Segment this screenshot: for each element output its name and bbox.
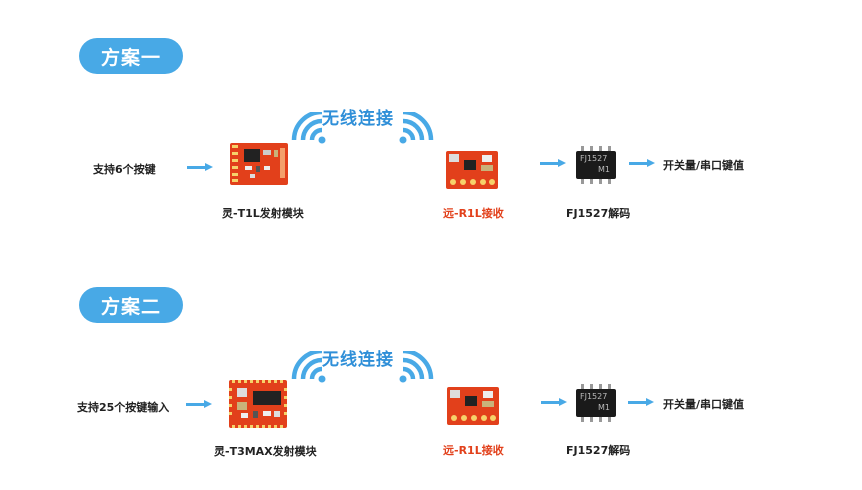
scheme2-output-label: 开关量/串口键值 bbox=[663, 398, 745, 411]
scheme2-title: 方案二 bbox=[79, 287, 183, 323]
scheme1-wireless-label: 无线连接 bbox=[322, 109, 394, 129]
scheme1-decoder-chip: FJ1527 M1 bbox=[576, 146, 616, 184]
scheme1-transmitter-label: 灵-T1L发射模块 bbox=[222, 207, 304, 220]
scheme2-receiver-label: 远-R1L接收 bbox=[443, 444, 504, 457]
scheme1-arrow-2 bbox=[540, 159, 566, 167]
scheme1-wifi-right-icon bbox=[399, 112, 434, 144]
scheme2-transmitter-label: 灵-T3MAX发射模块 bbox=[214, 445, 317, 458]
scheme1-chip-text-2: M1 bbox=[598, 165, 610, 174]
scheme1-decoder-label: FJ1527解码 bbox=[566, 207, 631, 220]
scheme2-receiver-module bbox=[447, 387, 499, 425]
scheme1-receiver-label: 远-R1L接收 bbox=[443, 207, 504, 220]
scheme2-input-label: 支持25个按键输入 bbox=[77, 401, 170, 414]
scheme1-arrow-1 bbox=[187, 163, 213, 171]
scheme2-arrow-2 bbox=[541, 398, 567, 406]
scheme1-input-label: 支持6个按键 bbox=[93, 163, 156, 176]
scheme1-wifi-left-icon bbox=[291, 112, 326, 144]
scheme1-chip-text-1: FJ1527 bbox=[580, 154, 608, 163]
scheme1-arrow-3 bbox=[629, 159, 655, 167]
scheme1-receiver-module bbox=[446, 151, 498, 189]
scheme2-chip-text-1: FJ1527 bbox=[580, 392, 608, 401]
scheme1-transmitter-module bbox=[230, 143, 288, 185]
scheme2-decoder-label: FJ1527解码 bbox=[566, 444, 631, 457]
scheme2-chip-text-2: M1 bbox=[598, 403, 610, 412]
scheme1-title: 方案一 bbox=[79, 38, 183, 74]
scheme1-output-label: 开关量/串口键值 bbox=[663, 159, 745, 172]
scheme2-wifi-left-icon bbox=[291, 351, 326, 383]
scheme2-decoder-chip: FJ1527 M1 bbox=[576, 384, 616, 422]
scheme2-arrow-1 bbox=[186, 400, 212, 408]
scheme2-arrow-3 bbox=[628, 398, 654, 406]
scheme2-wireless-label: 无线连接 bbox=[322, 350, 394, 370]
scheme2-wifi-right-icon bbox=[399, 351, 434, 383]
scheme2-transmitter-module bbox=[229, 380, 287, 428]
